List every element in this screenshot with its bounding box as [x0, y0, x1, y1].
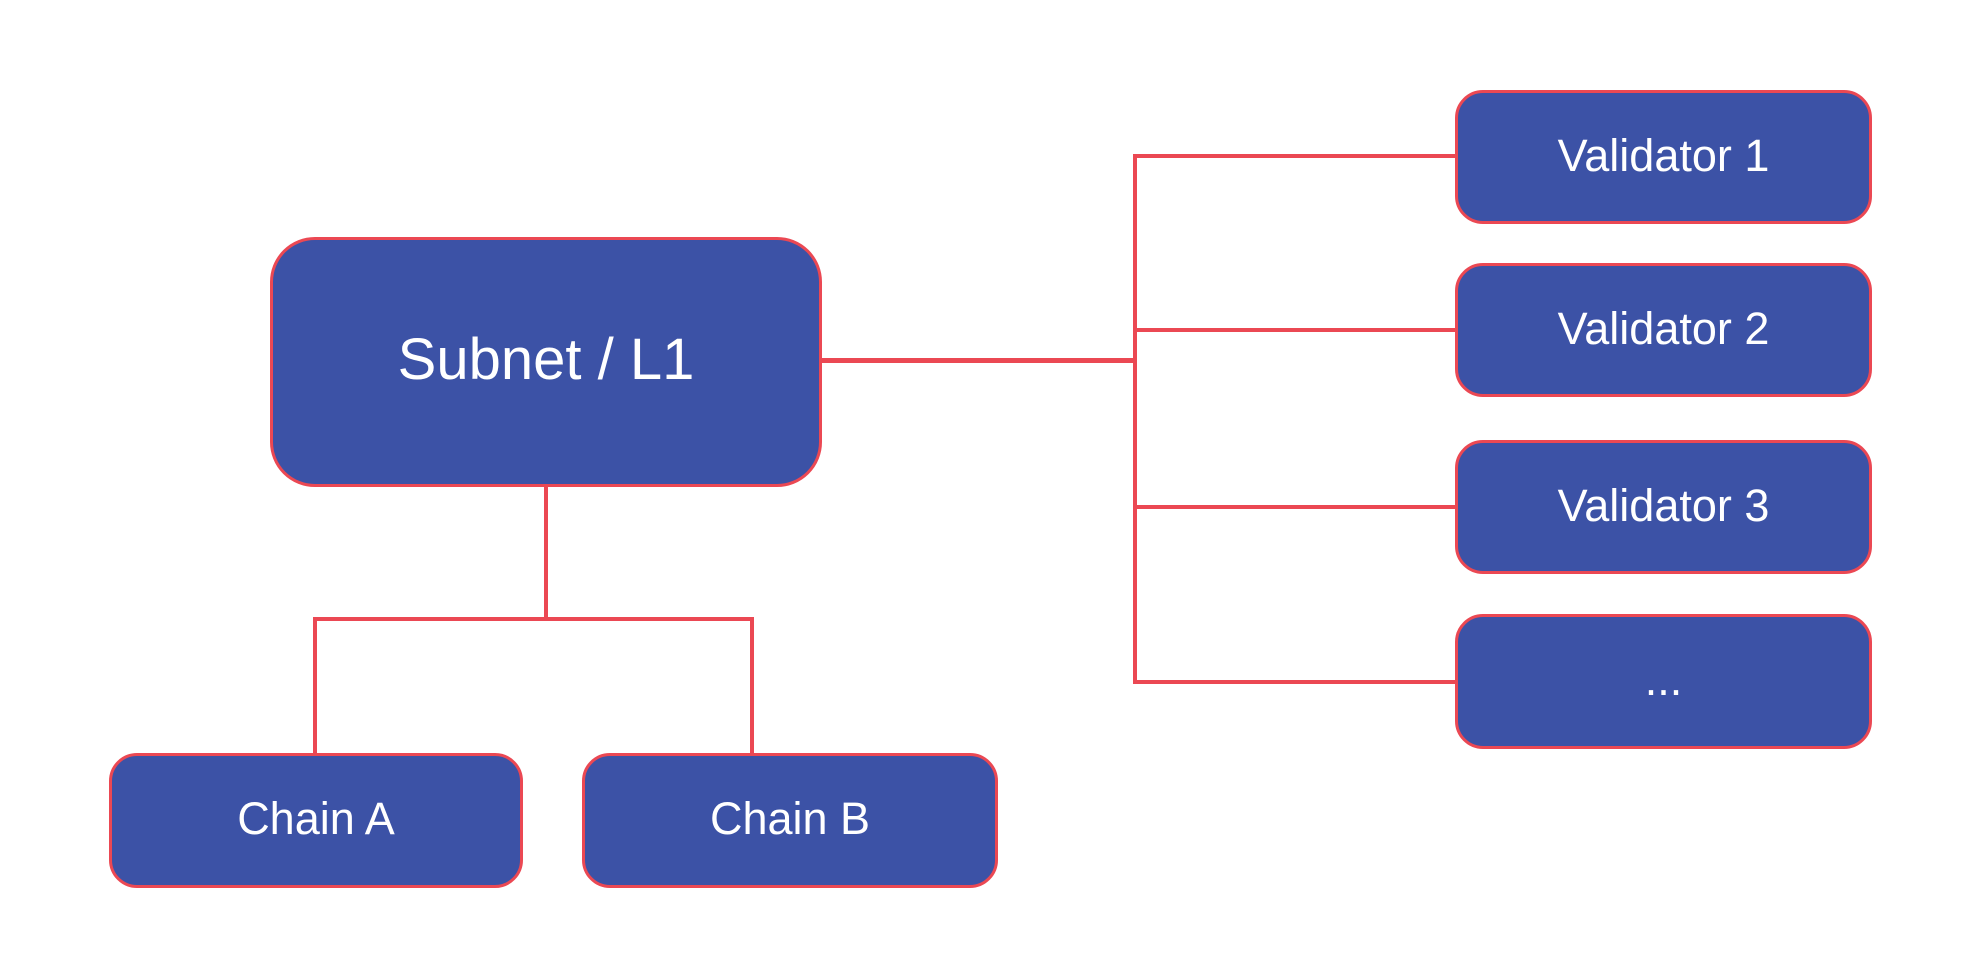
connector-branch-validator-1 — [1133, 154, 1455, 158]
subnet-label: Subnet / L1 — [397, 327, 695, 392]
validator-1-node: Validator 1 — [1455, 90, 1872, 224]
connector-chains-tee — [313, 617, 754, 621]
validator-3-label: Validator 3 — [1557, 479, 1770, 531]
validator-more-label: ... — [1644, 654, 1683, 705]
chain-b-node: Chain B — [582, 753, 998, 888]
validator-1-label: Validator 1 — [1557, 129, 1770, 181]
validator-more-node: ... — [1455, 614, 1872, 749]
validator-2-label: Validator 2 — [1557, 302, 1770, 354]
chain-a-node: Chain A — [109, 753, 523, 888]
validator-3-node: Validator 3 — [1455, 440, 1872, 574]
connector-down-chain-b — [750, 617, 754, 755]
connector-branch-validator-2 — [1133, 328, 1455, 332]
connector-subnet-down — [544, 486, 548, 621]
connector-branch-validator-more — [1133, 680, 1455, 684]
connector-subnet-to-trunk — [820, 358, 1137, 363]
connector-branch-validator-3 — [1133, 505, 1455, 509]
connector-validator-trunk — [1133, 154, 1137, 684]
chain-b-label: Chain B — [709, 793, 871, 844]
validator-2-node: Validator 2 — [1455, 263, 1872, 397]
chain-a-label: Chain A — [237, 793, 395, 844]
connector-down-chain-a — [313, 617, 317, 755]
subnet-node: Subnet / L1 — [270, 237, 822, 487]
